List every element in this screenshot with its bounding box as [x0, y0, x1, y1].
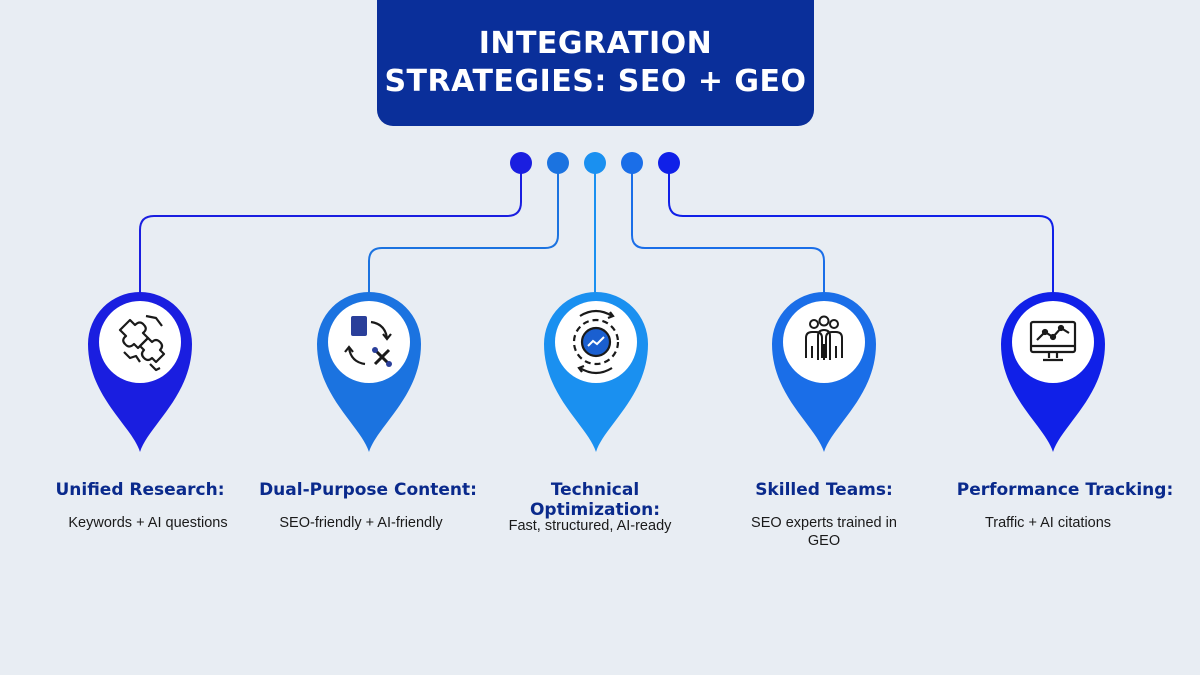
title-banner: INTEGRATION STRATEGIES: SEO + GEO [377, 0, 814, 126]
pin-dual-purpose-content [317, 292, 421, 452]
gear-chart-icon [572, 309, 620, 375]
pin-unified-research [88, 292, 192, 452]
strategy-label-2: Dual-Purpose Content: [259, 480, 477, 500]
strategy-description-2: SEO-friendly + AI-friendly [279, 515, 443, 531]
puzzle-icon [118, 314, 166, 372]
connector-dot-5 [658, 152, 680, 174]
strategy-description-3: Fast, structured, AI-ready [508, 518, 672, 534]
connector-line-5 [668, 163, 1054, 300]
pin-technical-optimization [544, 292, 648, 452]
title-line-1: INTEGRATION [478, 26, 713, 61]
strategy-description-5: Traffic + AI citations [984, 515, 1112, 531]
team-icon [805, 315, 843, 360]
pin-skilled-teams [772, 292, 876, 452]
strategy-description-1: Keywords + AI questions [68, 515, 228, 531]
strategy-label-4: Skilled Teams: [755, 480, 893, 500]
strategy-label-1: Unified Research: [55, 480, 225, 500]
content-cycle-icon [344, 316, 392, 367]
connector-dot-3 [584, 152, 606, 174]
connector-line-2 [368, 163, 559, 300]
connector-line-1 [139, 163, 522, 300]
pin-performance-tracking [1001, 292, 1105, 452]
connector-dot-1 [510, 152, 532, 174]
connector-dot-4 [621, 152, 643, 174]
connector-line-4 [631, 163, 825, 300]
title-line-2: STRATEGIES: SEO + GEO [384, 64, 807, 99]
strategy-description-4: SEO experts trained in GEO [751, 515, 897, 549]
strategy-label-5: Performance Tracking: [956, 480, 1174, 500]
monitor-chart-icon [1029, 320, 1077, 362]
connector-dot-2 [547, 152, 569, 174]
strategy-label-3: Technical Optimization: [529, 480, 660, 520]
